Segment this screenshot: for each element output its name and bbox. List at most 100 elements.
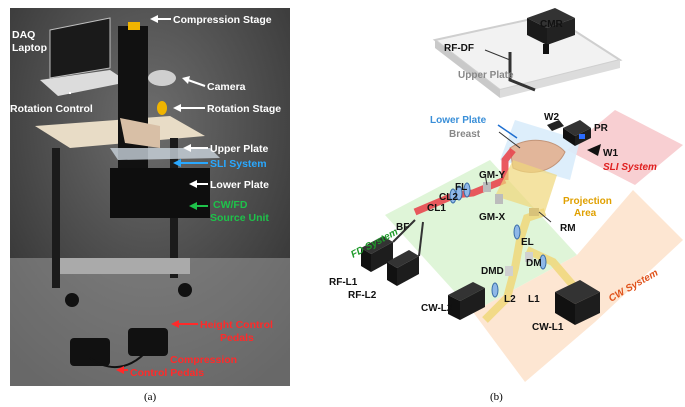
w2-window bbox=[547, 120, 564, 131]
label-bf: BF bbox=[396, 222, 409, 233]
arrowhead bbox=[116, 366, 124, 374]
fd-region bbox=[385, 160, 577, 312]
label-dm: DM bbox=[526, 258, 542, 269]
camera-lens bbox=[543, 44, 549, 54]
label-pr: PR bbox=[594, 123, 609, 134]
label-upper-plate: Upper Plate bbox=[458, 70, 514, 81]
label-upper-plate: Upper Plate bbox=[210, 143, 269, 155]
label-height-pedals: Height Control bbox=[200, 319, 273, 331]
caption-b: (b) bbox=[490, 391, 503, 403]
cw-beam-l1 bbox=[525, 246, 581, 293]
label-camera: Camera bbox=[207, 81, 246, 93]
rf-l1-side bbox=[361, 248, 371, 272]
w1-window bbox=[587, 144, 601, 156]
label-rf-l1: RF-L1 bbox=[329, 277, 358, 288]
arrowhead bbox=[173, 159, 181, 167]
compression-pedal bbox=[70, 338, 110, 366]
camera-body bbox=[148, 70, 176, 86]
fd-beam-up bbox=[501, 147, 516, 180]
label-cl1: CL1 bbox=[427, 203, 446, 214]
cw-beam-l2 bbox=[482, 208, 547, 323]
wheel bbox=[178, 283, 192, 297]
label-cw-l2: CW-L2 bbox=[421, 303, 453, 314]
label-cmr: CMR bbox=[540, 19, 564, 30]
label-gm-y: GM-Y bbox=[479, 170, 505, 181]
arrowhead bbox=[182, 76, 190, 84]
label-sli-system: SLI System bbox=[603, 162, 657, 173]
label-daq-laptop: Laptop bbox=[12, 42, 47, 54]
label-l2: L2 bbox=[504, 294, 516, 305]
caption-a: (a) bbox=[144, 391, 157, 403]
pedal-cable bbox=[89, 352, 146, 369]
source-unit-box bbox=[110, 168, 210, 218]
rf-l2-front bbox=[397, 256, 419, 286]
wheel bbox=[65, 293, 79, 307]
label-compression-pedals: Control Pedals bbox=[130, 367, 204, 379]
label-compression-stage: Compression Stage bbox=[173, 14, 272, 26]
rf-df-fiber bbox=[508, 52, 536, 92]
label-gm-x: GM-X bbox=[479, 212, 505, 223]
l2-lens bbox=[491, 282, 499, 298]
height-pedal bbox=[128, 328, 168, 356]
label-source-unit: CW/FD bbox=[213, 199, 248, 211]
label-rf-l2: RF-L2 bbox=[348, 290, 377, 301]
cw-l2-front bbox=[460, 288, 485, 320]
laptop-keyboard bbox=[40, 70, 128, 96]
arrowhead bbox=[150, 15, 158, 23]
gm-y-mirror bbox=[483, 182, 491, 192]
tower-column bbox=[118, 26, 148, 196]
callout-lower-plate bbox=[497, 124, 518, 139]
upper-plate-edge bbox=[435, 40, 500, 98]
breast-phantom bbox=[120, 118, 160, 148]
label-lower-plate: Lower Plate bbox=[210, 179, 269, 191]
label-w1: W1 bbox=[603, 148, 618, 159]
label-w2: W2 bbox=[544, 112, 559, 123]
upper-plate bbox=[110, 148, 220, 160]
l1-lens bbox=[539, 254, 547, 270]
rf-l1-top bbox=[361, 236, 393, 254]
cw-l1-side bbox=[555, 292, 575, 325]
label-height-pedals: Pedals bbox=[220, 332, 254, 344]
cw-l2-top bbox=[448, 282, 485, 301]
label-source-unit: Source Unit bbox=[210, 212, 269, 224]
rotation-stage-knob bbox=[157, 101, 167, 115]
fl-lens bbox=[463, 182, 471, 198]
arrowhead bbox=[183, 144, 191, 152]
arrowhead bbox=[189, 180, 197, 188]
callout-breast bbox=[498, 131, 521, 149]
dmd-device bbox=[505, 266, 513, 276]
label-compression-pedals: Compression bbox=[170, 354, 237, 366]
label-fl: FL bbox=[455, 182, 467, 193]
projection-beam bbox=[495, 160, 557, 212]
callout-rm bbox=[538, 211, 552, 223]
label-cl2: CL2 bbox=[439, 192, 458, 203]
label-daq-laptop: DAQ bbox=[12, 29, 35, 41]
arrow-camera bbox=[187, 79, 206, 87]
label-el: EL bbox=[521, 237, 534, 248]
cw-l1-front bbox=[575, 292, 600, 325]
rf-l2-side bbox=[387, 262, 397, 286]
callout-rf-df bbox=[484, 49, 511, 61]
cl2-lens bbox=[455, 185, 463, 201]
schematic-diagram: CMR RF-DF Upper Plate Lower Plate Breast… bbox=[329, 8, 683, 382]
camera-top bbox=[527, 8, 575, 28]
camera-front bbox=[547, 18, 575, 45]
schematic-panel: CMR RF-DF Upper Plate Lower Plate Breast… bbox=[295, 0, 685, 390]
cw-l2-side bbox=[448, 295, 460, 320]
camera-side bbox=[527, 18, 547, 45]
label-dmd: DMD bbox=[481, 266, 504, 277]
fd-fiber bbox=[418, 221, 424, 257]
arrowhead bbox=[173, 104, 181, 112]
pr-top bbox=[563, 120, 591, 136]
arrowhead bbox=[189, 202, 197, 210]
label-rf-df: RF-DF bbox=[444, 43, 474, 54]
label-rotation-control: Rotation Control bbox=[10, 103, 93, 115]
pr-side bbox=[563, 128, 575, 146]
el-lens bbox=[513, 224, 521, 240]
label-sli-system: SLI System bbox=[210, 158, 267, 170]
table-leg bbox=[52, 148, 60, 288]
fd-fiber bbox=[392, 219, 416, 243]
cw-l1-top bbox=[555, 280, 600, 304]
label-rm: RM bbox=[560, 223, 576, 234]
setup-photo-panel: DAQ Laptop Compression Stage Camera Rota… bbox=[10, 8, 290, 386]
